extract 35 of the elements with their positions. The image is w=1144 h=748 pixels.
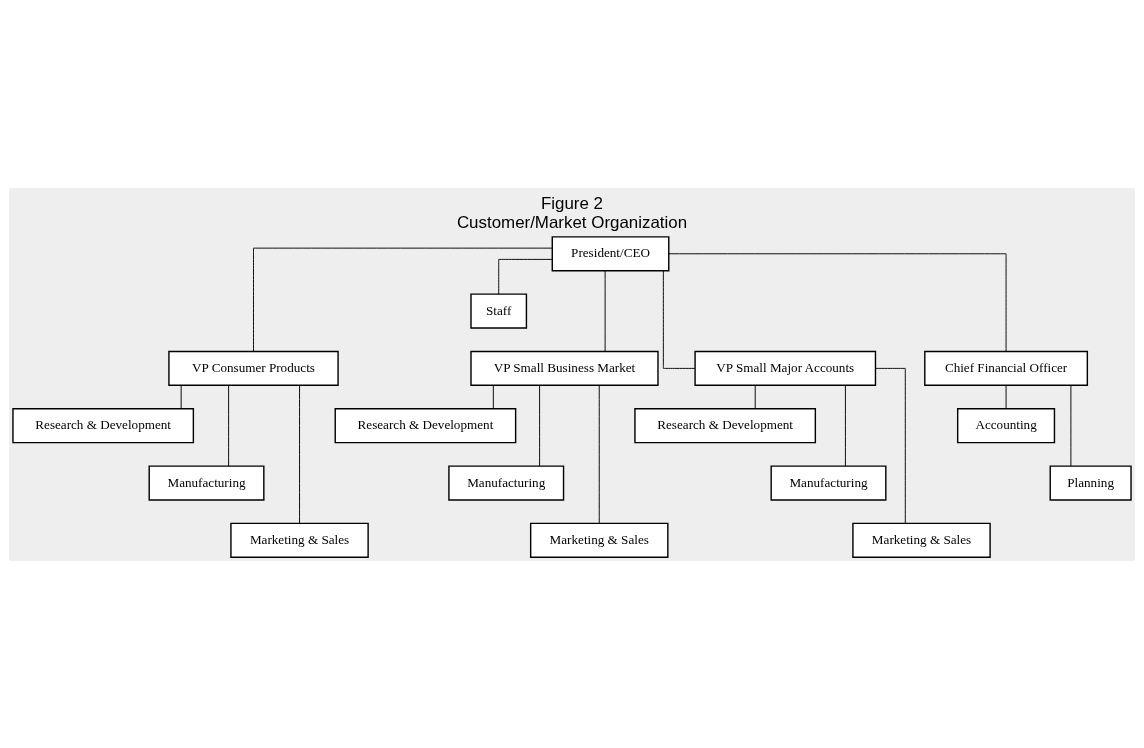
node-box: Research & Development	[12, 407, 195, 443]
node-box: Research & Development	[334, 407, 517, 443]
node-box: Manufacturing	[448, 464, 565, 501]
node-box: Accounting	[956, 407, 1056, 443]
connector	[180, 384, 182, 409]
connector	[754, 384, 756, 409]
node-box: Manufacturing	[770, 464, 887, 501]
node-box: Chief Financial Officer	[924, 350, 1089, 386]
node-box: Manufacturing	[148, 464, 265, 501]
connector	[662, 269, 696, 369]
connector	[875, 367, 906, 524]
node-box: Research & Development	[634, 407, 817, 443]
node-box: Marketing & Sales	[529, 522, 669, 558]
node-box: VP Small Major Accounts	[694, 350, 877, 386]
connector	[228, 384, 230, 466]
connector	[498, 258, 553, 295]
connector	[668, 252, 1007, 352]
diagram-title: Figure 2	[540, 193, 604, 213]
caption: Customer/Market Organization	[456, 212, 688, 232]
node-box: Marketing & Sales	[230, 522, 369, 558]
connector	[598, 384, 600, 524]
connector	[299, 384, 300, 524]
node-box: Planning	[1049, 464, 1132, 501]
connector	[1070, 384, 1072, 466]
connector	[1005, 384, 1007, 409]
node-box: Marketing & Sales	[852, 522, 991, 558]
connector	[492, 384, 494, 409]
node-box: Staff	[470, 292, 528, 329]
connector	[604, 269, 606, 352]
node-box: VP Small Business Market	[470, 350, 659, 386]
connector	[539, 384, 541, 466]
node-box: VP Consumer Products	[168, 350, 339, 386]
node-box: President/CEO	[551, 235, 670, 271]
connector	[253, 247, 553, 352]
connector	[844, 384, 846, 466]
